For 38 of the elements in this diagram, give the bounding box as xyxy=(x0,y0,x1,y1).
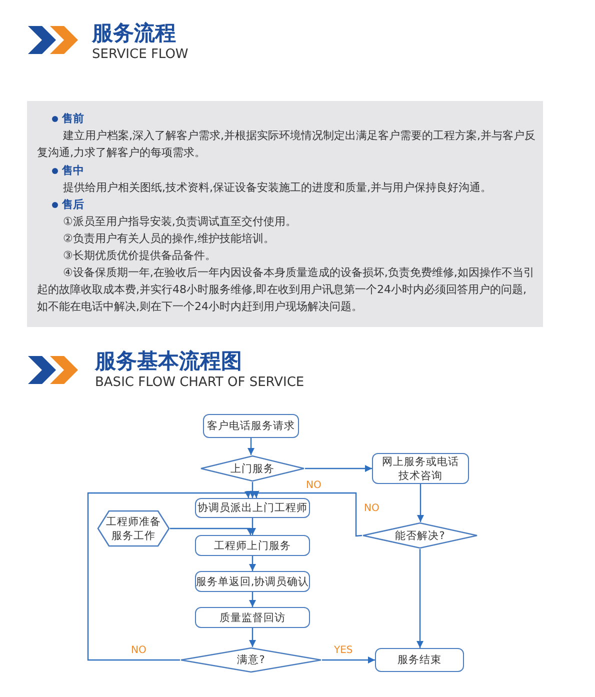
process-box: 质量监督回访 xyxy=(195,607,310,628)
list-item: ②负责用户有关人员的操作,维护技能培训。 xyxy=(63,231,276,247)
process-box: 客户电话服务请求 xyxy=(203,414,299,438)
section-heading: 售后 xyxy=(62,197,85,213)
arrow xyxy=(305,465,372,472)
process-box: 工程师上门服务 xyxy=(195,535,310,556)
subheading: BASIC FLOW CHART OF SERVICE xyxy=(95,375,306,391)
process-box: 服务单返回,协调员确认 xyxy=(195,571,310,592)
arrow xyxy=(416,549,424,648)
decision-diamond: 上门服务 xyxy=(200,455,305,482)
arrow xyxy=(170,528,254,536)
decision-diamond: 满意? xyxy=(180,647,322,673)
heading: 服务流程 xyxy=(92,20,177,46)
list-item: ③长期优质优价提供备品备件。 xyxy=(63,248,217,264)
decision-diamond: 能否解决? xyxy=(362,522,478,549)
section-heading: 售前 xyxy=(62,111,85,127)
arrow xyxy=(249,482,256,498)
process-box: 网上服务或电话技术咨询 xyxy=(372,453,469,484)
list-item: ①派员至用户指导安装,负责调试直至交付使用。 xyxy=(63,214,298,230)
preparation-hexagon: 工程师准备服务工作 xyxy=(97,510,170,547)
paragraph: 提供给用户相关图纸,技术资料,保证设备安装施工的进度和质量,并与用户保持良好沟通。 xyxy=(63,180,492,196)
arrow xyxy=(417,484,424,522)
arrow xyxy=(87,490,252,661)
section-heading: 售中 xyxy=(62,163,85,179)
branch-label: NO xyxy=(364,503,380,515)
heading: 服务基本流程图 xyxy=(95,348,243,374)
arrow xyxy=(249,556,256,571)
end-box: 服务结束 xyxy=(375,648,464,672)
arrow xyxy=(249,592,256,607)
arrow xyxy=(252,490,362,537)
arrow xyxy=(249,518,256,535)
list-item: ④设备保质期一年,在验收后一年内因设备本身质量造成的设备损坏,负责免费维修,如因操作不当引起的故障收取成本费,并实行48小时服务维修,即在收到用户讯息第一个24小时内必须回答用户的问题,如不能在电话中解决,则在下一个24小时内赶到用户现场解决问题。 xyxy=(37,265,536,315)
subheading: SERVICE FLOW xyxy=(92,47,190,63)
arrow xyxy=(248,438,254,455)
arrow xyxy=(322,656,375,664)
arrow xyxy=(249,628,256,647)
paragraph: 建立用户档案,深入了解客户需求,并根据实际环境情况制定出满足客户需要的工程方案,并与客户反复沟通,力求了解客户的每项需求。 xyxy=(37,128,536,161)
process-box: 协调员派出上门工程师 xyxy=(195,498,310,518)
